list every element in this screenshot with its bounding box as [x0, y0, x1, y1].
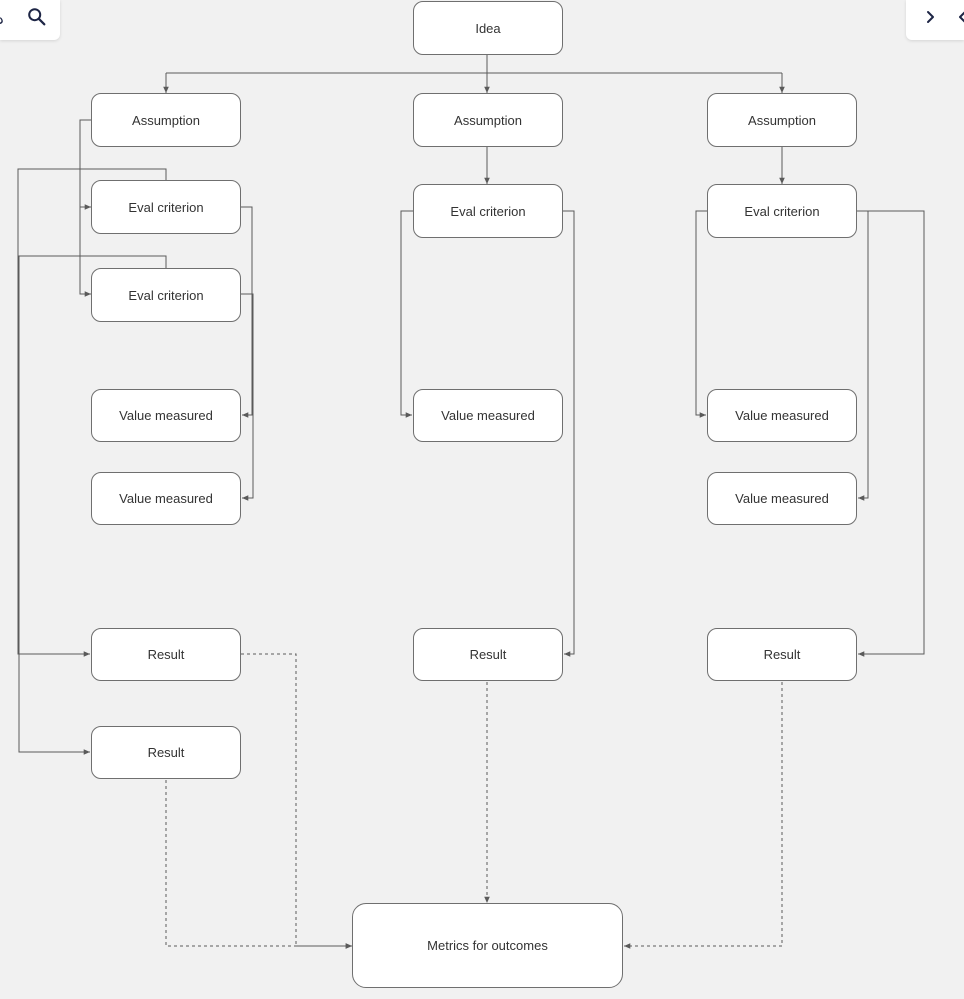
connector-c3-criterion-to-value-1 [695, 210, 707, 418]
node-c1-value-measured-2[interactable]: Value measured [91, 472, 241, 525]
node-c3-eval-criterion[interactable]: Eval criterion [707, 184, 857, 238]
connector-c3-criterion-to-result [857, 210, 925, 657]
node-c2-value-measured[interactable]: Value measured [413, 389, 563, 442]
search-icon[interactable] [26, 6, 48, 28]
node-idea[interactable]: Idea [413, 1, 563, 55]
connector-c2-criterion-to-value [400, 210, 413, 418]
dashed-c1-result-1-to-metrics [241, 653, 352, 949]
connector-c1-criterion-1-to-value-1 [241, 206, 253, 418]
node-c1-result-1[interactable]: Result [91, 628, 241, 681]
node-assumption-2[interactable]: Assumption [413, 93, 563, 147]
node-c3-result[interactable]: Result [707, 628, 857, 681]
node-c2-result[interactable]: Result [413, 628, 563, 681]
chevron-right-icon[interactable] [922, 8, 940, 26]
node-c3-value-measured-1[interactable]: Value measured [707, 389, 857, 442]
connector-c1-assumption-to-criterion-1 [79, 119, 91, 210]
node-c1-result-2[interactable]: Result [91, 726, 241, 779]
right-toolbar [906, 0, 964, 40]
node-metrics-for-outcomes[interactable]: Metrics for outcomes [352, 903, 623, 988]
dashed-c3-result-to-metrics [624, 682, 783, 949]
connector-c1-criterion-2-to-result-2 [18, 255, 167, 755]
connector-c2-criterion-to-result [563, 210, 575, 657]
node-assumption-3[interactable]: Assumption [707, 93, 857, 147]
node-c1-value-measured-1[interactable]: Value measured [91, 389, 241, 442]
node-c2-eval-criterion[interactable]: Eval criterion [413, 184, 563, 238]
partial-toolbar-glyph: د [0, 11, 4, 28]
node-assumption-1[interactable]: Assumption [91, 93, 241, 147]
node-c3-value-measured-2[interactable]: Value measured [707, 472, 857, 525]
node-c1-eval-criterion-1[interactable]: Eval criterion [91, 180, 241, 234]
connector-c3-criterion-to-value-2 [857, 210, 869, 501]
connector-c1-criterion-2-to-value-2 [241, 293, 254, 501]
left-toolbar: د [0, 0, 60, 40]
dashed-c1-result-2-to-metrics [165, 780, 352, 949]
node-c1-eval-criterion-2[interactable]: Eval criterion [91, 268, 241, 322]
connector-c1-criterion-1-to-result-1 [17, 168, 167, 657]
connector-c1-assumption-to-criterion-2 [79, 207, 91, 297]
chevron-left-icon[interactable] [958, 10, 964, 24]
